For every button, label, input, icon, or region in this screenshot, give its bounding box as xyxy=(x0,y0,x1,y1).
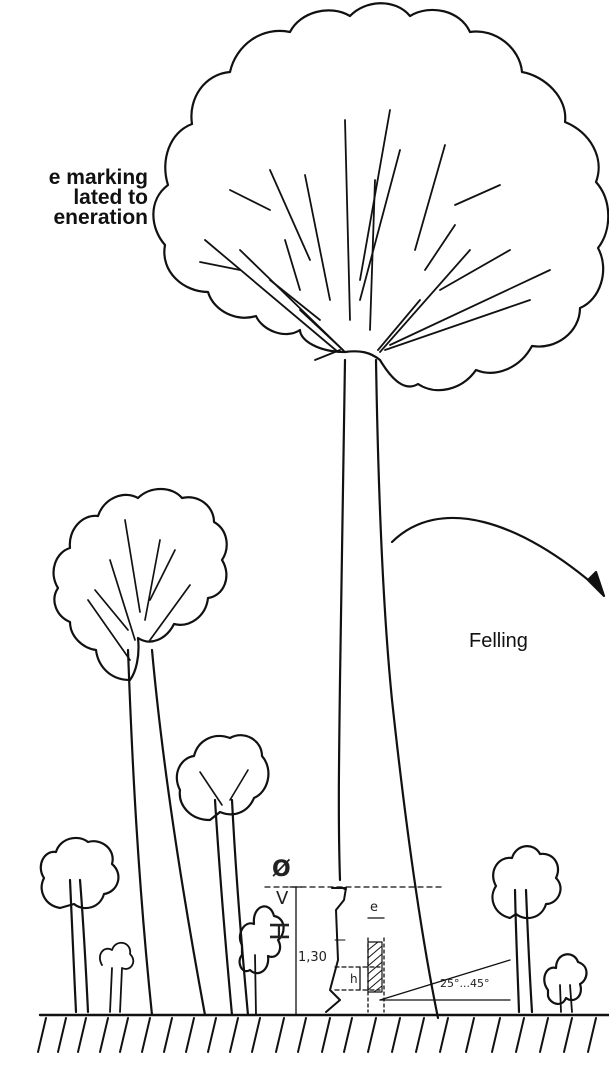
notch-depth-label: e xyxy=(370,900,378,915)
right-tree-trunk-left xyxy=(515,890,519,1012)
mid-crown xyxy=(54,489,227,680)
mid-trunk-left xyxy=(128,650,152,1015)
main-crown xyxy=(153,3,608,390)
v-symbol: V xyxy=(276,888,288,909)
diameter-symbol: Ø xyxy=(272,857,291,882)
felling-label: Felling xyxy=(469,630,528,653)
angle-range-label: 25°...45° xyxy=(440,977,489,990)
left-tree-trunk-right xyxy=(80,880,88,1012)
left-tree-trunk-left xyxy=(70,880,76,1012)
title-line-3: eneration xyxy=(0,208,148,228)
felling-arrow xyxy=(392,518,600,590)
small-tree-trunk-left xyxy=(215,800,232,1015)
felling-arrowhead xyxy=(588,572,604,596)
small-tree-crown xyxy=(177,735,269,820)
stump-height-label: 1,30 xyxy=(298,950,327,965)
left-tree-crown xyxy=(41,838,119,908)
main-branches xyxy=(200,110,550,360)
title-line-2: lated to xyxy=(0,188,148,208)
notch-height-label: h xyxy=(350,972,358,986)
page-title: e marking lated to eneration xyxy=(0,168,148,228)
title-line-1: e marking xyxy=(0,168,148,188)
small-tree-trunk-right xyxy=(232,800,248,1015)
ground-hatching xyxy=(38,1018,596,1052)
mid-trunk-right xyxy=(152,650,205,1015)
right-shrub xyxy=(544,954,586,1004)
right-tree-trunk-right xyxy=(526,890,532,1012)
main-trunk-left xyxy=(339,360,345,880)
main-trunk-right xyxy=(376,360,438,1018)
height-symbol: H xyxy=(266,921,296,941)
